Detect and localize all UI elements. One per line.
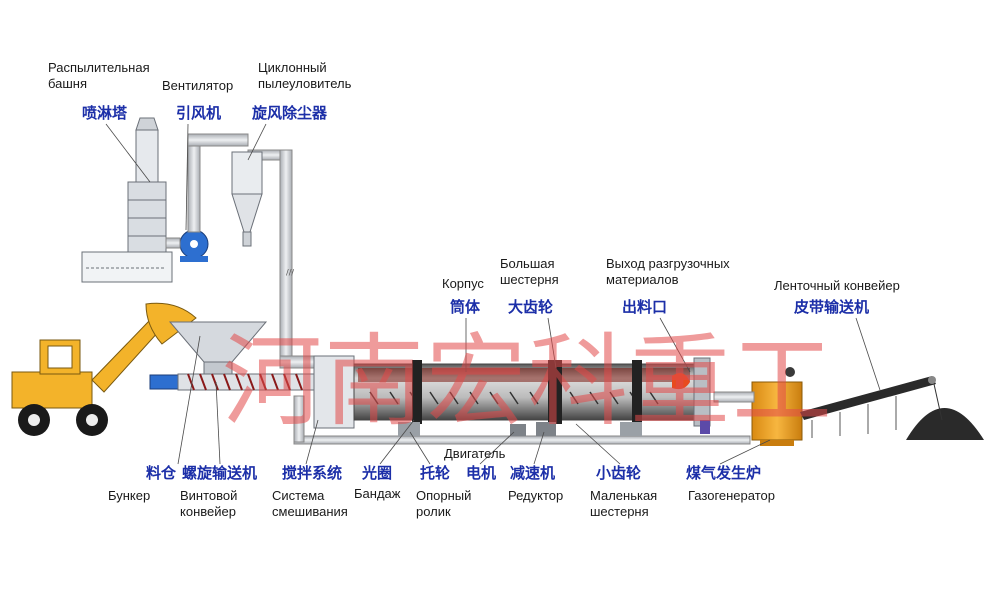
outlet-ru-label: Выход разгрузочных материалов xyxy=(606,256,730,287)
belt-conveyor xyxy=(800,376,984,440)
fan-ru-label: Вентилятор xyxy=(162,78,234,93)
gasifier xyxy=(713,367,803,446)
screw-conveyor xyxy=(149,373,319,391)
cyclone-ru-label: Циклонный пылеуловитель xyxy=(258,60,352,91)
bunker-zh-label: 料仓 xyxy=(146,464,177,482)
mixing-zh-label: 搅拌系统 xyxy=(282,464,343,482)
spray-tower-ru-label: Распылительная башня xyxy=(48,60,150,91)
spray-tower-zh-label: 喷淋塔 xyxy=(82,104,128,122)
tire-zh-label: 光圈 xyxy=(362,464,393,482)
belt-conveyor-zh-label: 皮带输送机 xyxy=(794,298,870,316)
tire-ru-label: Бандаж xyxy=(354,486,401,501)
gasifier-zh-label: 煤气发生炉 xyxy=(686,464,762,482)
bunker xyxy=(168,321,268,375)
mixing-ru-label: Система смешивания xyxy=(272,488,348,519)
outlet-zh-label: 出料口 xyxy=(622,298,668,316)
watermark: 河南宏科重工 xyxy=(222,323,834,440)
fan xyxy=(165,229,209,262)
reducer-zh-label: 减速机 xyxy=(510,464,556,482)
roller-ru-label: Опорный ролик xyxy=(416,488,472,519)
wheel-loader xyxy=(11,302,197,436)
leader-lines xyxy=(105,123,881,465)
bunker-ru-label: Бункер xyxy=(108,488,151,503)
small-gear-ru-label: Маленькая шестерня xyxy=(590,488,658,519)
motor-ru-label: Двигатель xyxy=(444,446,506,461)
svg-text:///: /// xyxy=(286,268,294,277)
roller-zh-label: 托轮 xyxy=(420,464,451,482)
drum-ru-label: Корпус xyxy=(442,276,484,291)
belt-conveyor-ru-label: Ленточный конвейер xyxy=(774,278,900,293)
cyclone xyxy=(231,151,263,247)
fan-zh-label: 引风机 xyxy=(176,104,222,122)
spray-tower xyxy=(81,117,173,283)
gasifier-ru-label: Газогенератор xyxy=(688,488,775,503)
big-gear-zh-label: 大齿轮 xyxy=(508,298,554,316)
rotary-drum xyxy=(293,355,751,445)
small-gear-zh-label: 小齿轮 xyxy=(596,464,642,482)
drum-zh-label: 筒体 xyxy=(450,298,481,316)
motor-zh-label: 电机 xyxy=(466,464,497,482)
exhaust-ducts: /// xyxy=(187,133,323,369)
cyclone-zh-label: 旋风除尘器 xyxy=(252,104,328,122)
big-gear-ru-label: Большая шестерня xyxy=(500,256,559,287)
screw-conveyor-ru-label: Винтовой конвейер xyxy=(180,488,238,519)
screw-conveyor-zh-label: 螺旋输送机 xyxy=(182,464,258,482)
reducer-ru-label: Редуктор xyxy=(508,488,564,503)
